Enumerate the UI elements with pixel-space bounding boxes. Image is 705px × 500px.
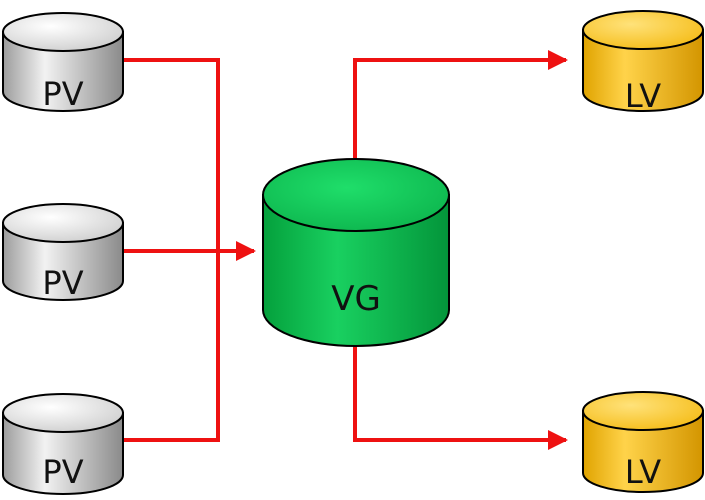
lv-label: LV [625,77,661,115]
vg-label: VG [331,279,381,319]
connector-vg-to-lv2 [353,344,568,450]
connector-pv3-to-vg [120,251,220,442]
pv-label: PV [42,264,83,302]
lv-cylinder-1: LV [582,10,704,115]
vg-cylinder: VG [262,158,450,347]
connector-pv1-to-vg [120,58,220,251]
pv-cylinder-2: PV [2,203,124,302]
pv-label: PV [42,75,83,113]
connector-vg-to-lv1 [353,50,568,158]
connectors [120,50,568,450]
pv-cylinder-3: PV [2,393,124,495]
pv-cylinder-1: PV [2,12,124,113]
pv-label: PV [42,453,83,491]
lv-label: LV [625,453,661,491]
lv-cylinder-2: LV [582,391,704,493]
